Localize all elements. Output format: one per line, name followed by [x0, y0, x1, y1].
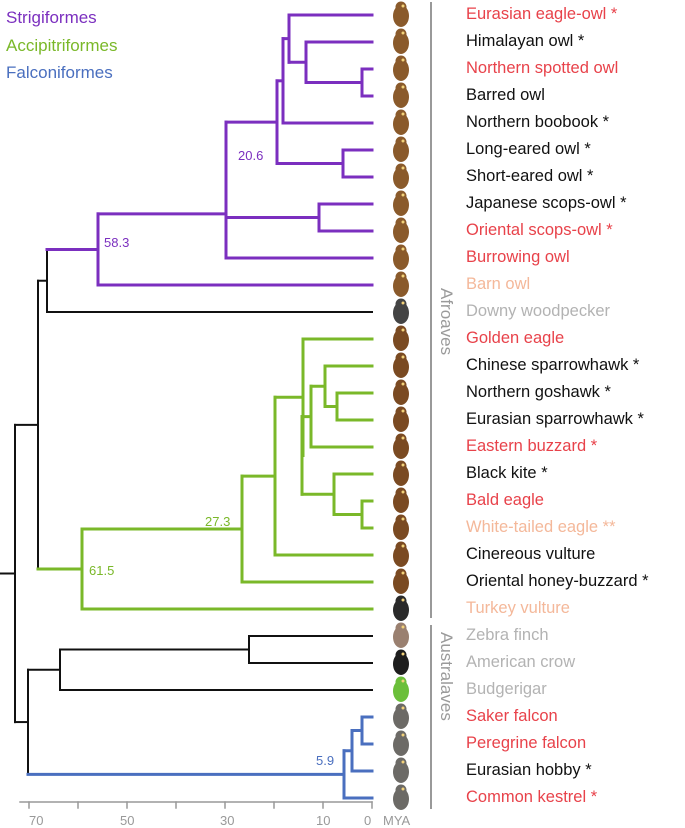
- raptor-icon: [393, 379, 409, 405]
- owl-icon: [393, 1, 409, 27]
- clade-label-afroaves: Afroaves: [437, 288, 456, 356]
- taxon-label: Turkey vulture: [466, 599, 570, 617]
- taxon-label: Northern goshawk *: [466, 383, 611, 401]
- clade-label-australaves: Australaves: [437, 632, 456, 721]
- taxon-label: Bald eagle: [466, 491, 544, 509]
- parrot-icon: [393, 676, 409, 702]
- owl-icon: [393, 217, 409, 243]
- taxon-label: Chinese sparrowhawk *: [466, 356, 640, 374]
- falcon-icon: [393, 757, 409, 783]
- taxon-label: Oriental honey-buzzard *: [466, 572, 649, 590]
- taxon-label: Himalayan owl *: [466, 32, 585, 50]
- taxon-label: Japanese scops-owl *: [466, 194, 627, 212]
- axis-unit: MYA: [383, 813, 411, 828]
- taxon-label: Golden eagle: [466, 329, 565, 347]
- vulture-icon: [393, 595, 409, 621]
- taxon-label: Oriental scops-owl *: [466, 221, 613, 239]
- node-age-falconiformes: 5.9: [316, 753, 335, 768]
- crow-icon: [393, 649, 409, 675]
- owl-icon: [393, 82, 409, 108]
- taxon-label: Northern spotted owl: [466, 59, 619, 77]
- node-age-accipitriformes: 61.5: [89, 563, 115, 578]
- tree-branches: [0, 13, 374, 800]
- bird-icons: [393, 1, 409, 810]
- raptor-icon: [393, 406, 409, 432]
- taxon-label: Eurasian sparrowhawk *: [466, 410, 644, 428]
- taxon-label: Saker falcon: [466, 707, 558, 725]
- owl-icon: [393, 190, 409, 216]
- legend-strigiformes: Strigiformes: [6, 8, 97, 27]
- owl-icon: [393, 244, 409, 270]
- owl-icon: [393, 55, 409, 81]
- taxon-label: Eurasian eagle-owl *: [466, 5, 618, 23]
- taxon-label: Long-eared owl *: [466, 140, 591, 158]
- axis-tick-0: 0: [364, 813, 372, 828]
- raptor-icon: [393, 487, 409, 513]
- taxon-label: Downy woodpecker: [466, 302, 610, 320]
- owl-icon: [393, 109, 409, 135]
- taxon-label: Common kestrel *: [466, 788, 598, 806]
- taxon-label: Budgerigar: [466, 680, 547, 698]
- raptor-icon: [393, 460, 409, 486]
- axis-tick-10: 10: [316, 813, 331, 828]
- taxon-label: White-tailed eagle **: [466, 518, 616, 536]
- taxon-label: Barn owl: [466, 275, 531, 293]
- falcon-icon: [393, 730, 409, 756]
- legend-accipitriformes: Accipitriformes: [6, 36, 118, 55]
- raptor-icon: [393, 568, 409, 594]
- finch-icon: [393, 622, 409, 648]
- taxon-label: Burrowing owl: [466, 248, 570, 266]
- falcon-icon: [393, 784, 409, 810]
- node-age-owl-crown: 20.6: [238, 148, 264, 163]
- time-axis: [19, 801, 373, 809]
- owl-icon: [393, 271, 409, 297]
- taxon-label: Zebra finch: [466, 626, 549, 644]
- taxon-label: Cinereous vulture: [466, 545, 596, 563]
- raptor-icon: [393, 514, 409, 540]
- raptor-icon: [393, 325, 409, 351]
- woodpecker-icon: [393, 298, 409, 324]
- axis-tick-70: 70: [29, 813, 44, 828]
- taxon-label: Black kite *: [466, 464, 548, 482]
- owl-icon: [393, 163, 409, 189]
- node-age-strigiformes: 58.3: [104, 235, 130, 250]
- raptor-icon: [393, 433, 409, 459]
- falcon-icon: [393, 703, 409, 729]
- node-age-accipitrid-crown: 27.3: [205, 514, 231, 529]
- raptor-icon: [393, 352, 409, 378]
- axis-tick-30: 30: [220, 813, 235, 828]
- owl-icon: [393, 136, 409, 162]
- taxon-label: Eastern buzzard *: [466, 437, 598, 455]
- raptor-icon: [393, 541, 409, 567]
- axis-tick-50: 50: [120, 813, 135, 828]
- taxon-label: Barred owl: [466, 86, 545, 104]
- legend-falconiformes: Falconiformes: [6, 63, 113, 82]
- taxon-label: Northern boobook *: [466, 113, 610, 131]
- taxon-label: American crow: [466, 653, 576, 671]
- taxon-label: Short-eared owl *: [466, 167, 594, 185]
- taxon-label: Eurasian hobby *: [466, 761, 592, 779]
- owl-icon: [393, 28, 409, 54]
- taxon-label: Peregrine falcon: [466, 734, 587, 752]
